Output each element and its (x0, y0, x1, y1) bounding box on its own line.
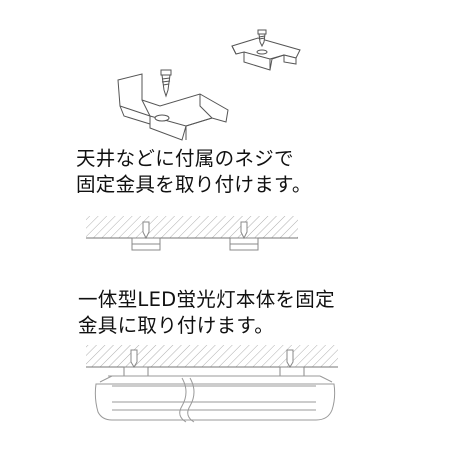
step1-caption: 天井などに付属のネジで 固定金具を取り付けます。 (76, 146, 312, 198)
ceiling-step2 (86, 345, 338, 368)
bracket-left-step1 (131, 221, 161, 251)
ceiling-step1 (86, 216, 298, 239)
large-screw (160, 69, 172, 98)
small-mounting-bracket (231, 37, 301, 71)
led-fixture-body (94, 375, 336, 423)
step1-line2: 固定金具を取り付けます。 (76, 173, 312, 196)
step2-caption: 一体型LED蛍光灯本体を固定 金具に取り付けます。 (78, 287, 335, 339)
large-mounting-bracket (117, 73, 229, 141)
step2-line2: 金具に取り付けます。 (78, 314, 275, 337)
step1-line1: 天井などに付属のネジで (76, 147, 294, 170)
small-screw (257, 29, 267, 48)
step2-line1: 一体型LED蛍光灯本体を固定 (78, 288, 335, 311)
bracket-right-step1 (229, 221, 259, 251)
